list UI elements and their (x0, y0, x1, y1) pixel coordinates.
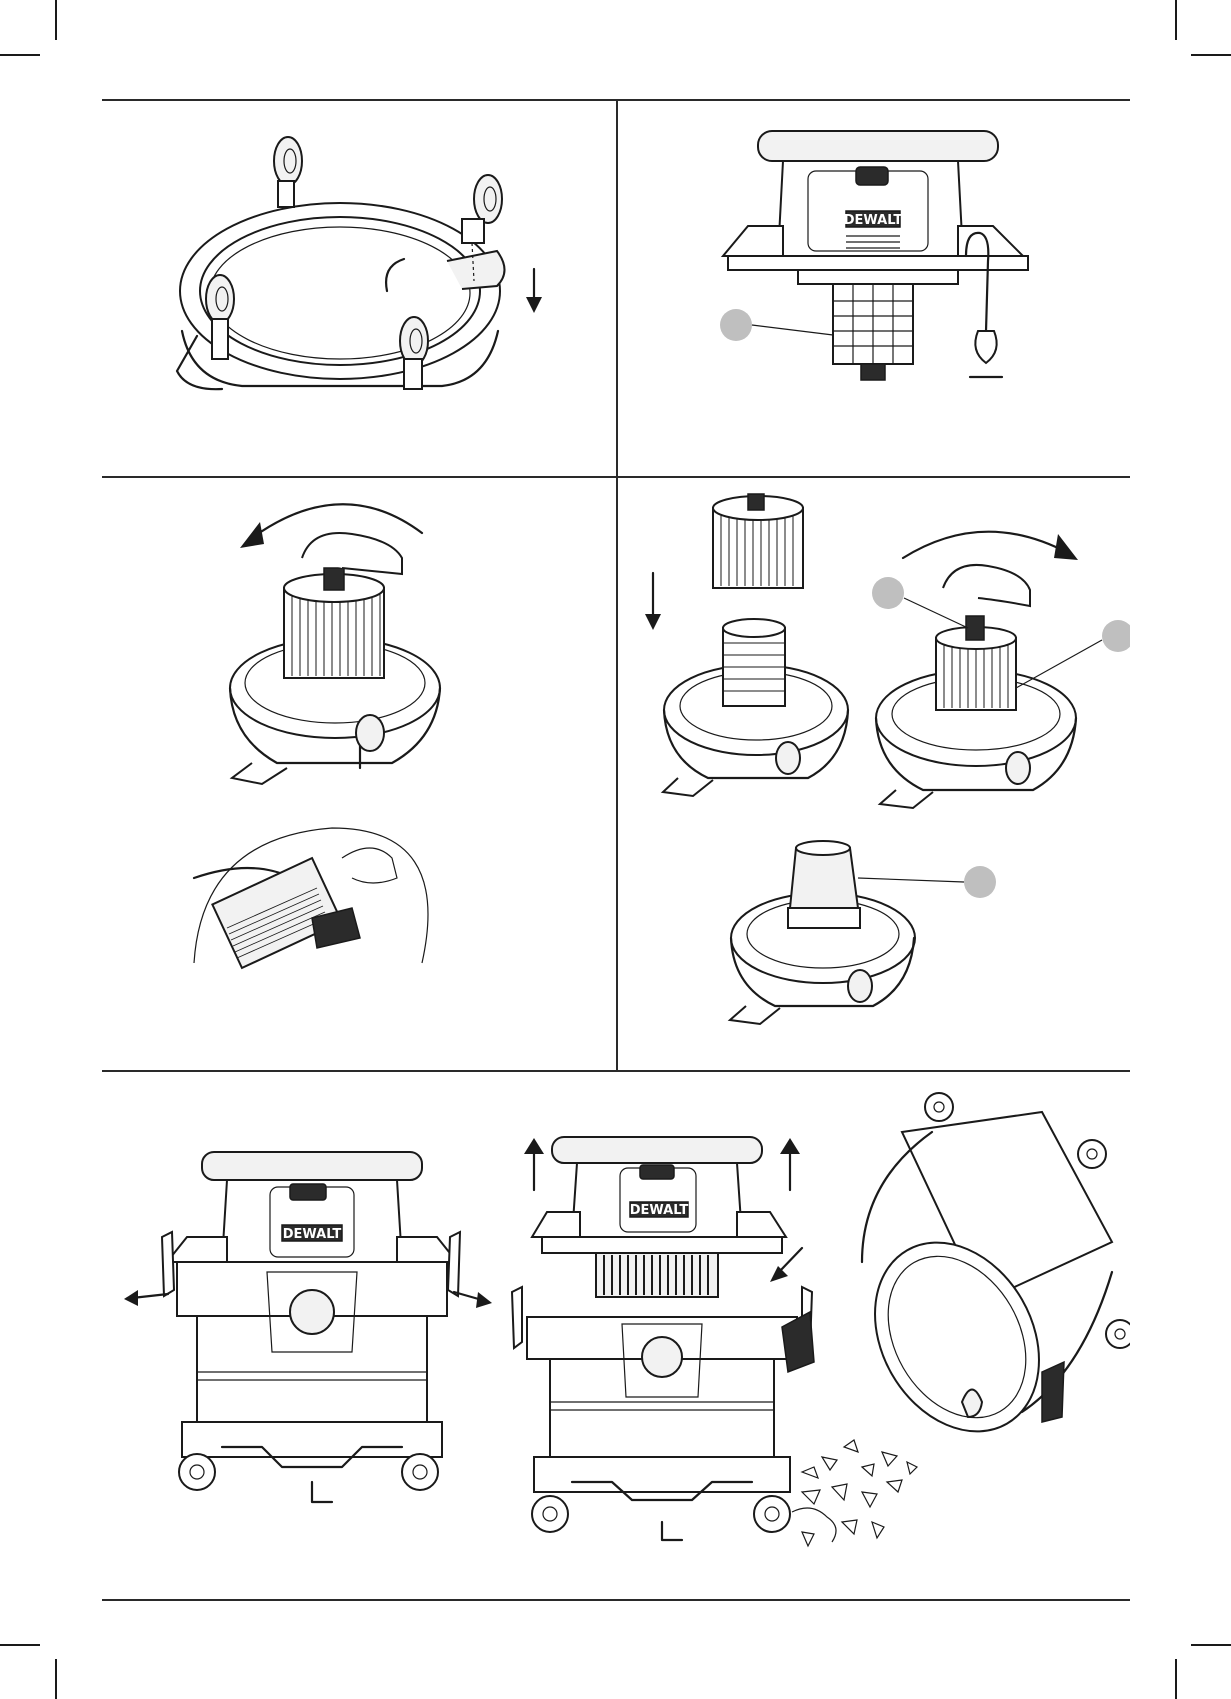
figure-filter-installation (618, 478, 1130, 1070)
crop-mark-bottom-left-h (0, 1644, 40, 1646)
figure-filter-removal-cleaning (102, 478, 616, 1070)
left-arrow-icon (124, 1290, 168, 1306)
rotate-clockwise-arrow-icon (903, 532, 1078, 560)
tank-base-filter-cage (663, 619, 848, 796)
cartridge-filter (713, 494, 803, 588)
figure-tank-emptying: DEWALT (102, 1072, 1130, 1599)
vacuum-head-lifted: DEWALT (512, 1137, 812, 1540)
callout-marker (872, 577, 904, 609)
filter-cleaning-illustration (194, 828, 428, 968)
motor-head: DEWALT (723, 131, 1028, 284)
filter-cage (833, 284, 913, 380)
down-arrow-icon (645, 573, 661, 630)
tank-base-with-filter (230, 533, 440, 784)
figure-caster-installation (102, 101, 616, 476)
brand-badge: DEWALT (630, 1203, 689, 1218)
crop-mark-bottom-right-h (1191, 1644, 1231, 1646)
brand-badge: DEWALT (283, 1227, 342, 1242)
rule-bottom (102, 1599, 1130, 1601)
callout-marker (720, 309, 752, 341)
tank-base-dust-bag (730, 841, 915, 1024)
vacuum-closed: DEWALT (162, 1152, 460, 1502)
figure-motor-head-filter-cage: DEWALT (618, 101, 1130, 476)
caster-wheel-1 (274, 137, 302, 207)
crop-mark-top-left-h (0, 54, 40, 56)
tank-tilted-emptying (782, 1093, 1130, 1461)
crop-mark-bottom-right-v (1175, 1659, 1177, 1699)
down-arrow-icon (526, 269, 542, 313)
crop-mark-top-right-v (1175, 0, 1177, 40)
callout-marker (964, 866, 996, 898)
caster-wheel-4 (400, 317, 428, 389)
crop-mark-top-left-v (55, 0, 57, 40)
callout-marker (1102, 620, 1130, 652)
debris-icon (792, 1440, 917, 1546)
crop-mark-top-right-h (1191, 54, 1231, 56)
brand-badge: DEWALT (844, 213, 903, 228)
up-arrow-icon (524, 1138, 544, 1190)
up-arrow-icon (780, 1138, 800, 1190)
crop-mark-bottom-left-v (55, 1659, 57, 1699)
right-arrow-icon (454, 1292, 492, 1308)
tank-base-filter-installed (876, 565, 1076, 808)
